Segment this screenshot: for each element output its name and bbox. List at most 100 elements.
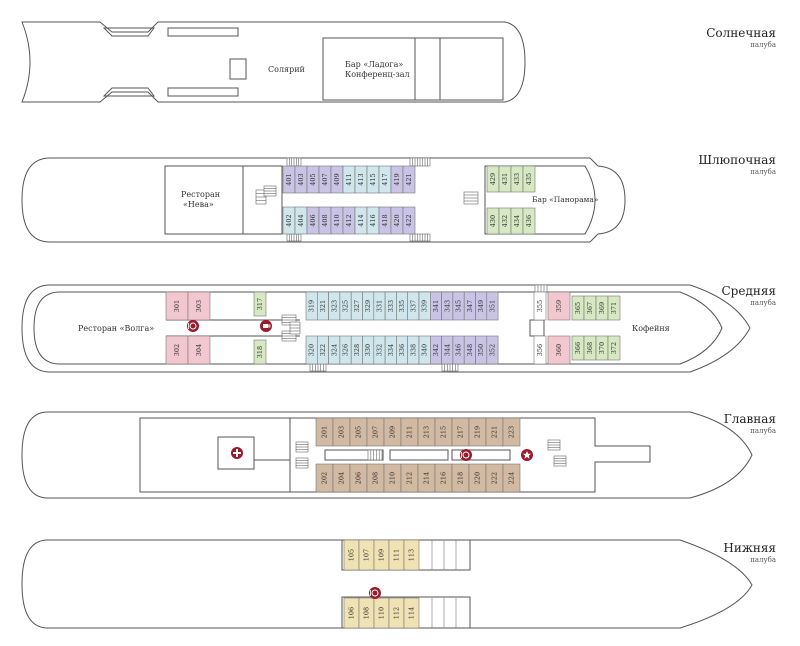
cabin-210[interactable]: 210 (383, 463, 402, 493)
cabin-412[interactable]: 412 (342, 206, 356, 235)
cabin-338[interactable]: 338 (407, 335, 420, 365)
cabin-403[interactable]: 403 (294, 165, 308, 194)
cabin-345[interactable]: 345 (452, 291, 465, 321)
cabin-402[interactable]: 402 (282, 206, 296, 235)
cabin-408[interactable]: 408 (318, 206, 332, 235)
cabin-213[interactable]: 213 (417, 417, 436, 447)
cabin-202[interactable]: 202 (315, 463, 334, 493)
cabin-211[interactable]: 211 (400, 417, 419, 447)
cabin-107[interactable]: 107 (358, 539, 375, 571)
cabin-368[interactable]: 368 (583, 335, 597, 361)
cabin-404[interactable]: 404 (294, 206, 308, 235)
cabin-365[interactable]: 365 (571, 295, 585, 321)
cabin-322[interactable]: 322 (316, 335, 329, 365)
cabin-343[interactable]: 343 (441, 291, 454, 321)
cabin-416[interactable]: 416 (366, 206, 380, 235)
cabin-319[interactable]: 319 (305, 291, 318, 321)
cabin-355[interactable]: 355 (533, 291, 547, 321)
cabin-341[interactable]: 341 (429, 291, 442, 321)
cabin-110[interactable]: 110 (373, 597, 390, 629)
cabin-371[interactable]: 371 (607, 295, 621, 321)
cabin-222[interactable]: 222 (485, 463, 504, 493)
cabin-303[interactable]: 303 (187, 291, 211, 321)
cabin-302[interactable]: 302 (165, 335, 189, 365)
cabin-433[interactable]: 433 (510, 165, 524, 193)
cabin-201[interactable]: 201 (315, 417, 334, 447)
cabin-220[interactable]: 220 (468, 463, 487, 493)
cabin-334[interactable]: 334 (384, 335, 397, 365)
cabin-405[interactable]: 405 (306, 165, 320, 194)
cabin-304[interactable]: 304 (187, 335, 211, 365)
cabin-415[interactable]: 415 (366, 165, 380, 194)
cabin-106[interactable]: 106 (343, 597, 360, 629)
cabin-203[interactable]: 203 (332, 417, 351, 447)
cabin-435[interactable]: 435 (522, 165, 536, 193)
cabin-406[interactable]: 406 (306, 206, 320, 235)
cabin-324[interactable]: 324 (328, 335, 341, 365)
cabin-105[interactable]: 105 (343, 539, 360, 571)
cabin-320[interactable]: 320 (305, 335, 318, 365)
cabin-204[interactable]: 204 (332, 463, 351, 493)
cabin-418[interactable]: 418 (378, 206, 392, 235)
cabin-111[interactable]: 111 (388, 539, 405, 571)
cabin-359[interactable]: 359 (547, 291, 571, 321)
cabin-350[interactable]: 350 (475, 335, 488, 365)
cabin-335[interactable]: 335 (396, 291, 408, 321)
cabin-407[interactable]: 407 (318, 165, 332, 194)
cabin-344[interactable]: 344 (441, 335, 454, 365)
cabin-337[interactable]: 337 (407, 291, 420, 321)
cabin-112[interactable]: 112 (388, 597, 405, 629)
cabin-108[interactable]: 108 (358, 597, 375, 629)
cabin-411[interactable]: 411 (342, 165, 356, 194)
cabin-336[interactable]: 336 (396, 335, 408, 365)
cabin-219[interactable]: 219 (468, 417, 487, 447)
cabin-208[interactable]: 208 (366, 463, 385, 493)
cabin-410[interactable]: 410 (330, 206, 344, 235)
cabin-221[interactable]: 221 (485, 417, 504, 447)
cabin-422[interactable]: 422 (402, 206, 416, 235)
cabin-326[interactable]: 326 (339, 335, 352, 365)
cabin-223[interactable]: 223 (502, 417, 521, 447)
cabin-325[interactable]: 325 (339, 291, 352, 321)
cabin-349[interactable]: 349 (475, 291, 488, 321)
cabin-340[interactable]: 340 (418, 335, 431, 365)
cabin-224[interactable]: 224 (502, 463, 521, 493)
cabin-331[interactable]: 331 (373, 291, 386, 321)
cabin-318[interactable]: 318 (253, 339, 267, 365)
cabin-352[interactable]: 352 (486, 335, 499, 365)
cabin-218[interactable]: 218 (451, 463, 470, 493)
cabin-420[interactable]: 420 (390, 206, 404, 235)
cabin-369[interactable]: 369 (595, 295, 609, 321)
cabin-113[interactable]: 113 (403, 539, 420, 571)
cabin-114[interactable]: 114 (403, 597, 420, 629)
cabin-330[interactable]: 330 (362, 335, 375, 365)
cabin-212[interactable]: 212 (400, 463, 419, 493)
cabin-317[interactable]: 317 (253, 291, 267, 317)
cabin-356[interactable]: 356 (533, 335, 547, 365)
cabin-301[interactable]: 301 (165, 291, 189, 321)
cabin-430[interactable]: 430 (486, 207, 500, 235)
cabin-429[interactable]: 429 (486, 165, 500, 193)
cabin-432[interactable]: 432 (498, 207, 512, 235)
cabin-205[interactable]: 205 (349, 417, 368, 447)
cabin-328[interactable]: 328 (350, 335, 363, 365)
cabin-339[interactable]: 339 (418, 291, 431, 321)
cabin-329[interactable]: 329 (362, 291, 375, 321)
cabin-401[interactable]: 401 (282, 165, 296, 194)
cabin-421[interactable]: 421 (402, 165, 416, 194)
cabin-321[interactable]: 321 (316, 291, 329, 321)
cabin-214[interactable]: 214 (417, 463, 436, 493)
cabin-216[interactable]: 216 (434, 463, 453, 493)
cabin-215[interactable]: 215 (434, 417, 453, 447)
cabin-332[interactable]: 332 (373, 335, 386, 365)
cabin-417[interactable]: 417 (378, 165, 392, 194)
cabin-348[interactable]: 348 (463, 335, 476, 365)
cabin-347[interactable]: 347 (463, 291, 476, 321)
cabin-409[interactable]: 409 (330, 165, 344, 194)
cabin-217[interactable]: 217 (451, 417, 470, 447)
cabin-342[interactable]: 342 (429, 335, 442, 365)
cabin-419[interactable]: 419 (390, 165, 404, 194)
cabin-323[interactable]: 323 (328, 291, 341, 321)
cabin-109[interactable]: 109 (373, 539, 390, 571)
cabin-209[interactable]: 209 (383, 417, 402, 447)
